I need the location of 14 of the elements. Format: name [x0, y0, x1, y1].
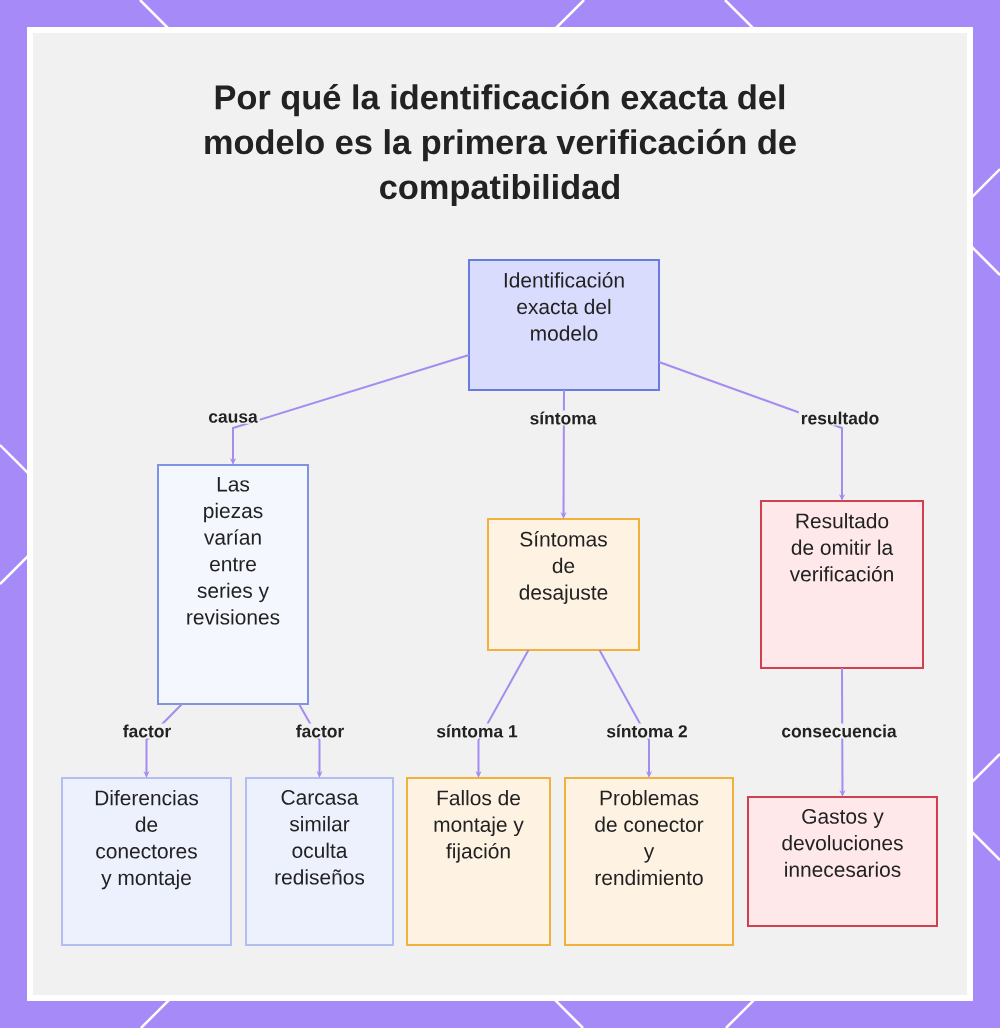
edge-label: causa — [206, 412, 260, 424]
concept-box: Síntomas de desajuste — [487, 518, 640, 651]
concept-box: Diferencias de conectores y montaje — [61, 777, 232, 946]
concept-box: Fallos de montaje y fijación — [406, 777, 551, 946]
arrow — [658, 361, 846, 501]
concept-box: Identificación exacta del modelo — [468, 259, 660, 391]
concept-box: Carcasa similar oculta rediseños — [245, 777, 394, 946]
concept-box: Las piezas varían entre series y revisiones — [157, 464, 309, 705]
concept-box: Resultado de omitir la verificación — [760, 500, 924, 669]
arrow — [598, 649, 653, 778]
title: Por qué la identificación exacta del modelo es la primera verificación de compatibilidad — [205, 84, 796, 206]
concept-box: Problemas de conector y rendimiento — [564, 777, 734, 946]
concept-box: Gastos y devoluciones innecesarios — [747, 796, 938, 927]
arrow — [298, 703, 323, 778]
